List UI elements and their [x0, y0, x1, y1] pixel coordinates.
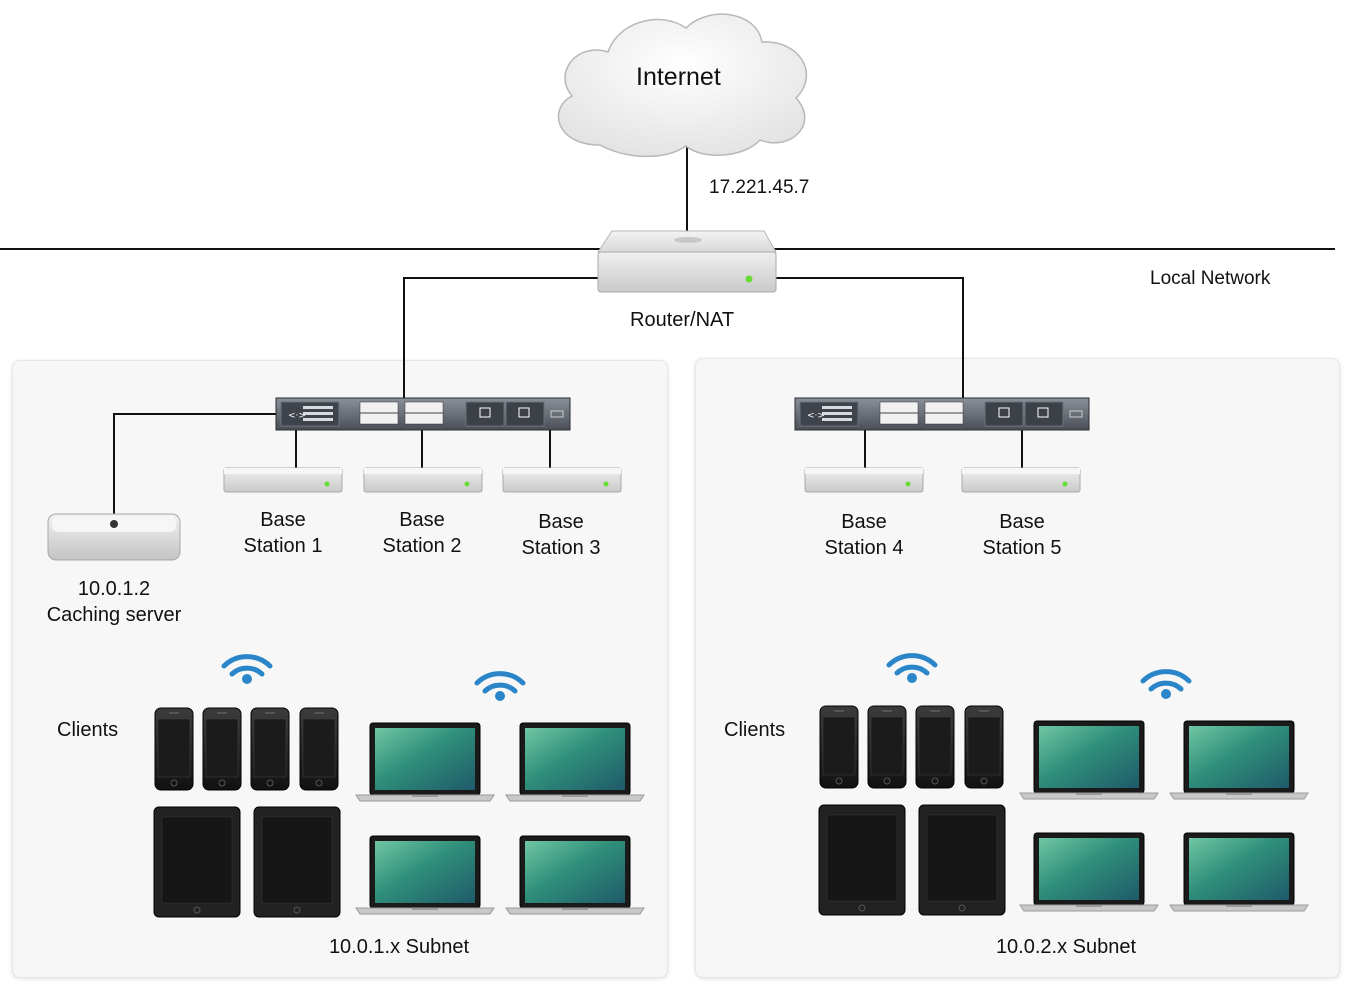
switch-to-server-link [113, 413, 278, 514]
router-to-switch-left-link [403, 277, 610, 400]
ipad-icon [818, 804, 906, 916]
base-station-label: Base Station 2 [372, 507, 472, 559]
base-station-label: Base Station 5 [972, 509, 1072, 561]
cloud-icon [557, 13, 808, 158]
macbook-icon [1169, 720, 1309, 800]
svg-text:<·>: <·> [288, 411, 306, 421]
airport-router-icon [597, 230, 777, 293]
macbook-icon [1019, 832, 1159, 912]
base-station-label-line2: Station 5 [982, 537, 1062, 559]
base-station-label-line1: Base [260, 509, 306, 531]
wifi-icon [1140, 669, 1192, 699]
caching-server-label: Caching server [46, 604, 182, 626]
base-station-label-line1: Base [841, 511, 887, 533]
mac-mini-icon [47, 513, 181, 561]
clients-label-right: Clients [724, 719, 786, 741]
cloud-label: Internet [636, 63, 721, 91]
network-switch-icon: <·> [275, 397, 571, 431]
iphone-icon [964, 705, 1004, 789]
base-station-label: Base Station 1 [233, 507, 333, 559]
base-station-label-line2: Station 1 [243, 535, 323, 557]
macbook-icon [505, 835, 645, 915]
subnet-label-left: 10.0.1.x Subnet [328, 936, 470, 958]
iphone-icon [154, 707, 194, 791]
local-network-label: Local Network [1150, 268, 1271, 289]
iphone-icon [867, 705, 907, 789]
iphone-icon [915, 705, 955, 789]
base-station-label-line2: Station 3 [521, 537, 601, 559]
caching-server-ip: 10.0.1.2 [77, 578, 151, 600]
wifi-icon [474, 671, 526, 701]
base-station-label-line1: Base [538, 511, 584, 533]
macbook-icon [355, 722, 495, 802]
subnet-label-right: 10.0.2.x Subnet [995, 936, 1137, 958]
router-label: Router/NAT [630, 309, 735, 331]
iphone-icon [202, 707, 242, 791]
base-station-icon [502, 467, 622, 493]
router-to-switch-right-link [770, 277, 964, 400]
base-station-label: Base Station 4 [814, 509, 914, 561]
wan-ip-label: 17.221.45.7 [709, 177, 810, 198]
base-station-label-line1: Base [399, 509, 445, 531]
iphone-icon [250, 707, 290, 791]
wifi-icon [221, 654, 273, 684]
macbook-icon [1019, 720, 1159, 800]
wifi-icon [886, 653, 938, 683]
ipad-icon [918, 804, 1006, 916]
network-switch-icon: <·> [794, 397, 1090, 431]
base-station-label-line1: Base [999, 511, 1045, 533]
base-station-icon [961, 467, 1081, 493]
base-station-label: Base Station 3 [511, 509, 611, 561]
base-station-icon [804, 467, 924, 493]
macbook-icon [505, 722, 645, 802]
ipad-icon [153, 806, 241, 918]
svg-text:<·>: <·> [807, 411, 825, 421]
client-devices [153, 705, 1309, 918]
macbook-icon [1169, 832, 1309, 912]
iphone-icon [299, 707, 339, 791]
macbook-icon [355, 835, 495, 915]
base-station-icon [223, 467, 343, 493]
iphone-icon [819, 705, 859, 789]
base-station-label-line2: Station 4 [824, 537, 904, 559]
clients-label-left: Clients [57, 719, 119, 741]
base-station-icon [363, 467, 483, 493]
ipad-icon [253, 806, 341, 918]
base-station-label-line2: Station 2 [382, 535, 462, 557]
